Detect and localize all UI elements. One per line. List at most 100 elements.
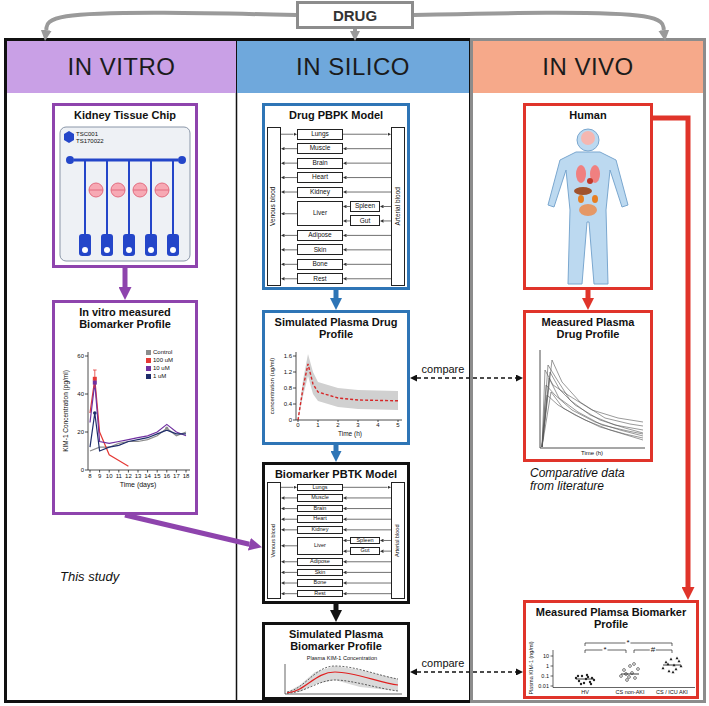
axis-title: Time (h) <box>338 430 362 437</box>
flow-line <box>285 545 298 546</box>
organ-box: Brain <box>297 505 343 513</box>
tick-label: 17 <box>173 473 180 480</box>
flow-line <box>347 583 392 584</box>
human-brain <box>581 131 595 145</box>
chip-channel <box>89 190 169 191</box>
flow-line <box>285 529 298 530</box>
human-liver <box>574 187 592 195</box>
chip-port <box>167 234 179 256</box>
organ-name: Rest <box>314 591 325 597</box>
blood-pool-bar: Venous blood <box>267 482 281 599</box>
note: This study <box>60 570 119 584</box>
tick-label: 12 <box>125 473 132 480</box>
stage-box: Biomarker PBTK ModelVenous bloodLungsMus… <box>262 462 410 604</box>
human-figure <box>548 129 628 284</box>
organ-box: Skin <box>297 244 343 255</box>
flow-line <box>285 177 298 178</box>
chip-code: TSC001 <box>76 131 98 138</box>
chart-line <box>90 413 186 451</box>
flow-line <box>347 497 392 498</box>
organ-name: Rest <box>313 276 326 283</box>
organ-box: Spleen <box>350 201 380 212</box>
organ-name: Lungs <box>313 485 328 491</box>
tick-label: 10 <box>543 653 549 659</box>
axis-title: Plasma KIM-1 (ng/ml) <box>528 641 534 694</box>
tick-label: 1 <box>546 663 549 669</box>
percentile-curve <box>287 666 398 692</box>
blood-pool-name: Arterial blood <box>395 524 401 556</box>
tick-label: 8 <box>88 473 91 480</box>
legend-swatch <box>146 366 151 371</box>
error-bar <box>93 370 97 388</box>
edge-label: compare <box>420 657 467 669</box>
organ-box: Bone <box>297 259 343 270</box>
chip-port <box>79 234 91 256</box>
chart-tick <box>551 656 554 686</box>
median-line <box>576 665 681 679</box>
human-kidney <box>578 195 584 203</box>
chip-port <box>101 234 113 256</box>
organ-name: Skin <box>314 247 327 254</box>
stage-box: Measured Plasma Drug Profile <box>523 310 653 462</box>
organ-name: Bone <box>312 261 327 268</box>
compare-arrow <box>417 671 516 672</box>
legend-item: 1 uM <box>146 373 166 379</box>
tick-label: 40 <box>77 391 84 398</box>
data-point <box>578 680 580 682</box>
flow-line <box>347 278 392 279</box>
axis-title: Time (h) <box>581 450 603 457</box>
organ-name: Liver <box>314 543 326 549</box>
tick-label: 10 <box>106 473 113 480</box>
stage-box: Drug PBPK ModelVenous bloodLungsMuscleBr… <box>262 103 410 290</box>
flow-line <box>285 213 298 214</box>
box-title: Simulated Plasma Drug Profile <box>265 313 407 340</box>
tick-label: 11 <box>116 473 122 480</box>
tick-label: 20 <box>77 429 84 436</box>
organ-box: Muscle <box>297 143 343 154</box>
confidence-band <box>287 666 398 693</box>
organ-name: Brain <box>314 506 327 512</box>
flow-line <box>347 561 392 562</box>
tick-label: 2 <box>336 422 339 429</box>
measured-drug-chart <box>540 350 645 448</box>
box-title: Drug PBPK Model <box>265 106 407 121</box>
organ-name: Adipose <box>308 232 332 239</box>
organ-box: Kidney <box>297 187 343 198</box>
chip-port <box>104 247 110 253</box>
flow-line <box>285 235 298 236</box>
organ-box: Spleen <box>350 537 380 545</box>
flow-line <box>347 177 392 178</box>
blood-pool-bar: Arterial blood <box>391 127 405 286</box>
column-header: IN SILICO <box>237 41 469 93</box>
legend-item: Control <box>146 349 172 355</box>
legend-item: 100 uM <box>146 357 173 363</box>
flow-line <box>347 529 392 530</box>
tissue-chip <box>60 127 190 261</box>
organ-name: Skin <box>315 570 326 576</box>
human-head <box>577 129 599 151</box>
box-title: Kidney Tissue Chip <box>55 106 195 121</box>
flow-line <box>384 206 392 207</box>
tick-label: 0 <box>81 467 84 474</box>
organ-name: Kidney <box>310 189 330 196</box>
flow-line <box>347 593 392 594</box>
chip-logo <box>64 131 74 143</box>
flow-arrow <box>414 13 664 30</box>
tick-label: 9 <box>98 473 101 480</box>
chip-inlet <box>66 156 74 164</box>
organ-box: Rest <box>297 590 343 598</box>
chip-channel <box>74 159 178 162</box>
chart-tick <box>293 356 398 422</box>
blood-pool-name: Arterial blood <box>395 187 402 225</box>
data-point <box>577 675 579 677</box>
organ-name: Heart <box>313 516 326 522</box>
organ-name: Spleen <box>355 203 375 210</box>
flow-arrow <box>334 445 339 451</box>
data-points <box>575 674 595 685</box>
stage-box: Kidney Tissue Chip <box>52 103 198 268</box>
organ-box: Muscle <box>297 494 343 502</box>
human-kidney <box>592 195 598 203</box>
organ-box: Lungs <box>297 129 343 140</box>
